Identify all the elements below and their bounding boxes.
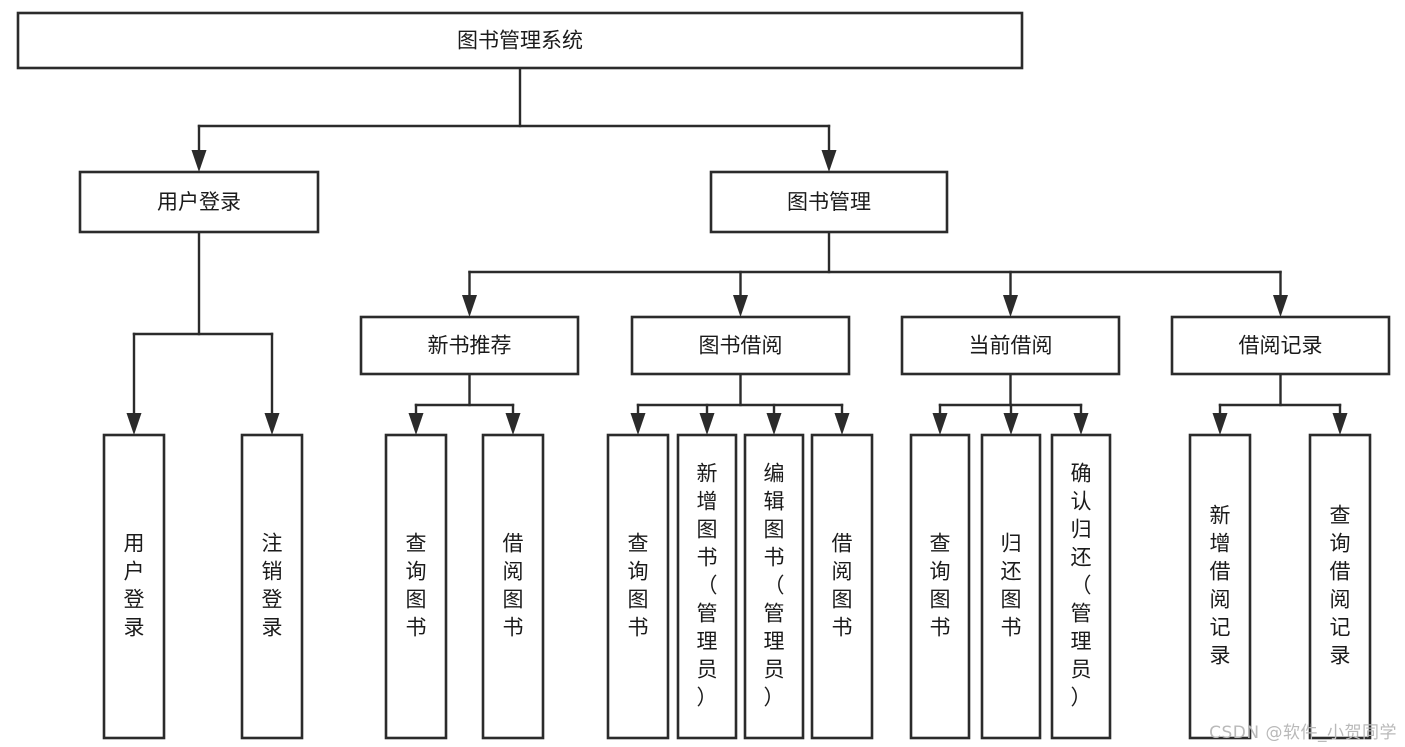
watermark-text: CSDN @软件_小贺同学: [1209, 723, 1397, 743]
node-box[interactable]: [481, 433, 545, 740]
node-leaf_1[interactable]: 注销登录: [240, 433, 304, 740]
arrow-head-icon: [1003, 295, 1018, 317]
node-l2_1[interactable]: 图书借阅: [630, 315, 851, 376]
node-box[interactable]: [78, 170, 320, 234]
node-leaf_12[interactable]: 查询借阅记录: [1308, 433, 1372, 740]
connector-group-l1_1: [462, 230, 1288, 317]
connector-group-l2_1: [630, 372, 850, 435]
node-l1_1[interactable]: 图书管理: [709, 170, 949, 234]
node-leaf_3[interactable]: 借阅图书: [481, 433, 545, 740]
node-label: 借阅图书: [503, 532, 524, 640]
node-label: 查询图书: [406, 532, 427, 640]
node-box[interactable]: [1188, 433, 1252, 740]
node-leaf_9[interactable]: 归还图书: [980, 433, 1042, 740]
arrow-head-icon: [834, 413, 850, 435]
arrow-head-icon: [126, 413, 142, 435]
node-leaf_0[interactable]: 用户登录: [102, 433, 166, 740]
node-label: 用户登录: [157, 190, 241, 214]
node-label: 图书管理: [787, 190, 871, 214]
arrow-head-icon: [1212, 413, 1228, 435]
arrow-head-icon: [462, 295, 477, 317]
arrow-head-icon: [1273, 295, 1288, 317]
node-label: 用户登录: [124, 532, 145, 640]
node-box[interactable]: [1170, 315, 1391, 376]
arrow-head-icon: [766, 413, 782, 435]
connector-group-l2_3: [1212, 372, 1348, 435]
node-box[interactable]: [359, 315, 580, 376]
node-box[interactable]: [1308, 433, 1372, 740]
arrow-head-icon: [264, 413, 280, 435]
connector-group-l2_2: [932, 372, 1089, 435]
arrow-head-icon: [932, 413, 948, 435]
arrow-head-icon: [408, 413, 424, 435]
node-label: 归还图书: [1001, 532, 1022, 640]
node-label: 借阅记录: [1239, 334, 1323, 358]
arrow-head-icon: [1003, 413, 1019, 435]
node-leaf_4[interactable]: 查询图书: [606, 433, 670, 740]
node-label: 查询借阅记录: [1330, 504, 1351, 668]
node-label: 编辑图书（管理员）: [764, 462, 785, 710]
node-label: 借阅图书: [832, 532, 853, 640]
node-box[interactable]: [743, 433, 805, 740]
node-box[interactable]: [102, 433, 166, 740]
node-l1_0[interactable]: 用户登录: [78, 170, 320, 234]
node-leaf_2[interactable]: 查询图书: [384, 433, 448, 740]
node-box[interactable]: [630, 315, 851, 376]
connector-group-l1_0: [126, 230, 280, 435]
node-layer: 图书管理系统用户登录图书管理新书推荐图书借阅当前借阅借阅记录用户登录注销登录查询…: [16, 11, 1391, 740]
node-box[interactable]: [384, 433, 448, 740]
node-l2_3[interactable]: 借阅记录: [1170, 315, 1391, 376]
node-box[interactable]: [909, 433, 971, 740]
node-label: 图书管理系统: [457, 29, 583, 53]
arrow-head-icon: [1073, 413, 1089, 435]
node-label: 新书推荐: [428, 334, 512, 358]
arrow-head-icon: [821, 150, 837, 172]
node-label: 新增图书（管理员）: [697, 462, 718, 710]
node-label: 查询图书: [628, 532, 649, 640]
node-box[interactable]: [676, 433, 738, 740]
node-label: 新增借阅记录: [1210, 504, 1231, 668]
node-box[interactable]: [980, 433, 1042, 740]
node-box[interactable]: [16, 11, 1024, 70]
node-label: 当前借阅: [969, 334, 1053, 358]
node-leaf_10[interactable]: 确认归还（管理员）: [1050, 433, 1112, 740]
node-l2_0[interactable]: 新书推荐: [359, 315, 580, 376]
node-box[interactable]: [1050, 433, 1112, 740]
node-leaf_7[interactable]: 借阅图书: [810, 433, 874, 740]
arrow-head-icon: [733, 295, 748, 317]
connector-layer: [126, 66, 1348, 435]
node-box[interactable]: [240, 433, 304, 740]
node-label: 确认归还（管理员）: [1071, 462, 1092, 710]
node-leaf_5[interactable]: 新增图书（管理员）: [676, 433, 738, 740]
node-root[interactable]: 图书管理系统: [16, 11, 1024, 70]
arrow-head-icon: [1332, 413, 1348, 435]
node-box[interactable]: [606, 433, 670, 740]
node-box[interactable]: [810, 433, 874, 740]
arrow-head-icon: [630, 413, 646, 435]
node-label: 查询图书: [930, 532, 951, 640]
connector-group-l2_0: [408, 372, 521, 435]
node-l2_2[interactable]: 当前借阅: [900, 315, 1121, 376]
node-label: 图书借阅: [699, 334, 783, 358]
node-box[interactable]: [900, 315, 1121, 376]
arrow-head-icon: [191, 150, 207, 172]
node-leaf_8[interactable]: 查询图书: [909, 433, 971, 740]
node-leaf_11[interactable]: 新增借阅记录: [1188, 433, 1252, 740]
arrow-head-icon: [699, 413, 715, 435]
node-box[interactable]: [709, 170, 949, 234]
arrow-head-icon: [505, 413, 521, 435]
node-label: 注销登录: [262, 532, 283, 640]
node-leaf_6[interactable]: 编辑图书（管理员）: [743, 433, 805, 740]
connector-group-root: [191, 66, 837, 172]
